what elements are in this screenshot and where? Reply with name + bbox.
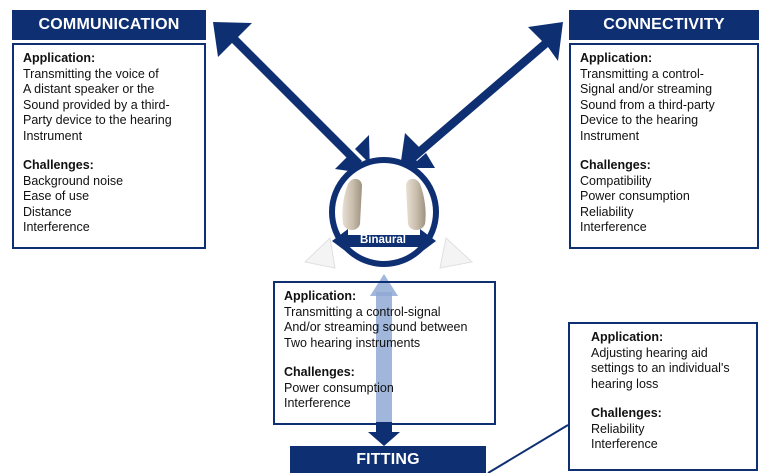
fitting-challenges-label: Challenges: bbox=[591, 406, 662, 420]
communication-challenge-line: Distance bbox=[23, 204, 72, 219]
binaural-box: Application: Transmitting a control-sign… bbox=[273, 281, 496, 425]
binaural-application-line: And/or streaming sound between bbox=[284, 320, 468, 334]
arrow-binaural-vertical bbox=[370, 274, 398, 422]
arrow-communication bbox=[213, 22, 370, 174]
arrow-connectivity bbox=[400, 22, 563, 168]
connectivity-box: Application: Transmitting a control- Sig… bbox=[569, 43, 759, 249]
connectivity-application-label: Application: bbox=[580, 51, 653, 65]
binaural-arrow-icon bbox=[332, 229, 436, 253]
fitting-application-label: Application: bbox=[591, 330, 664, 344]
communication-application-line: A distant speaker or the bbox=[23, 82, 155, 96]
fitting-application-line: settings to an individual's bbox=[591, 361, 730, 375]
connectivity-challenge-line: Interference bbox=[580, 220, 647, 234]
connectivity-banner: CONNECTIVITY bbox=[569, 10, 759, 40]
communication-challenges-label: Challenges: bbox=[23, 158, 94, 172]
connectivity-challenge-line: Compatibility bbox=[580, 173, 652, 188]
communication-challenge-line: Ease of use bbox=[23, 189, 90, 203]
fitting-application-line: Adjusting hearing aid bbox=[591, 345, 708, 360]
binaural-challenge-line: Interference bbox=[284, 396, 351, 410]
connectivity-application-line: Instrument bbox=[580, 128, 640, 143]
communication-title: COMMUNICATION bbox=[38, 16, 180, 33]
communication-application-line: Sound provided by a third- bbox=[23, 97, 170, 112]
communication-application-line: Transmitting the voice of bbox=[23, 66, 159, 81]
communication-challenge-line: Interference bbox=[23, 220, 90, 234]
connectivity-title: CONNECTIVITY bbox=[603, 16, 725, 33]
communication-application-label: Application: bbox=[23, 51, 96, 65]
binaural-application-line: Transmitting a control-signal bbox=[284, 304, 441, 319]
connectivity-application-line: Signal and/or streaming bbox=[580, 82, 713, 96]
fitting-title: FITTING bbox=[356, 450, 420, 468]
fitting-box: Application: Adjusting hearing aid setti… bbox=[568, 322, 758, 471]
connectivity-challenges-label: Challenges: bbox=[580, 158, 651, 172]
connectivity-application-line: Transmitting a control- bbox=[580, 66, 704, 81]
communication-box: Application: Transmitting the voice of A… bbox=[12, 43, 206, 249]
binaural-challenges-label: Challenges: bbox=[284, 365, 355, 379]
communication-challenge-line: Background noise bbox=[23, 173, 124, 188]
fitting-connector bbox=[487, 424, 569, 473]
binaural-application-label: Application: bbox=[284, 289, 357, 303]
connectivity-challenge-line: Reliability bbox=[580, 204, 634, 219]
fitting-challenge-line: Reliability bbox=[591, 421, 645, 436]
arrow-fitting bbox=[368, 422, 400, 446]
binaural-challenge-line: Power consumption bbox=[284, 380, 394, 395]
connectivity-application-line: Sound from a third-party bbox=[580, 97, 715, 112]
connectivity-challenge-line: Power consumption bbox=[580, 189, 690, 203]
binaural-label: Binaural bbox=[359, 234, 406, 246]
hearing-aid-right-icon bbox=[406, 178, 426, 230]
communication-application-line: Instrument bbox=[23, 128, 83, 143]
connectivity-application-line: Device to the hearing bbox=[580, 113, 699, 127]
binaural-backdrop bbox=[303, 236, 474, 269]
fitting-application-line: hearing loss bbox=[591, 376, 659, 391]
communication-banner: COMMUNICATION bbox=[12, 10, 206, 40]
hearing-aid-left-icon bbox=[342, 178, 362, 230]
fitting-banner: FITTING bbox=[290, 446, 486, 473]
binaural-application-line: Two hearing instruments bbox=[284, 335, 421, 350]
fitting-challenge-line: Interference bbox=[591, 437, 658, 451]
communication-application-line: Party device to the hearing bbox=[23, 113, 172, 127]
